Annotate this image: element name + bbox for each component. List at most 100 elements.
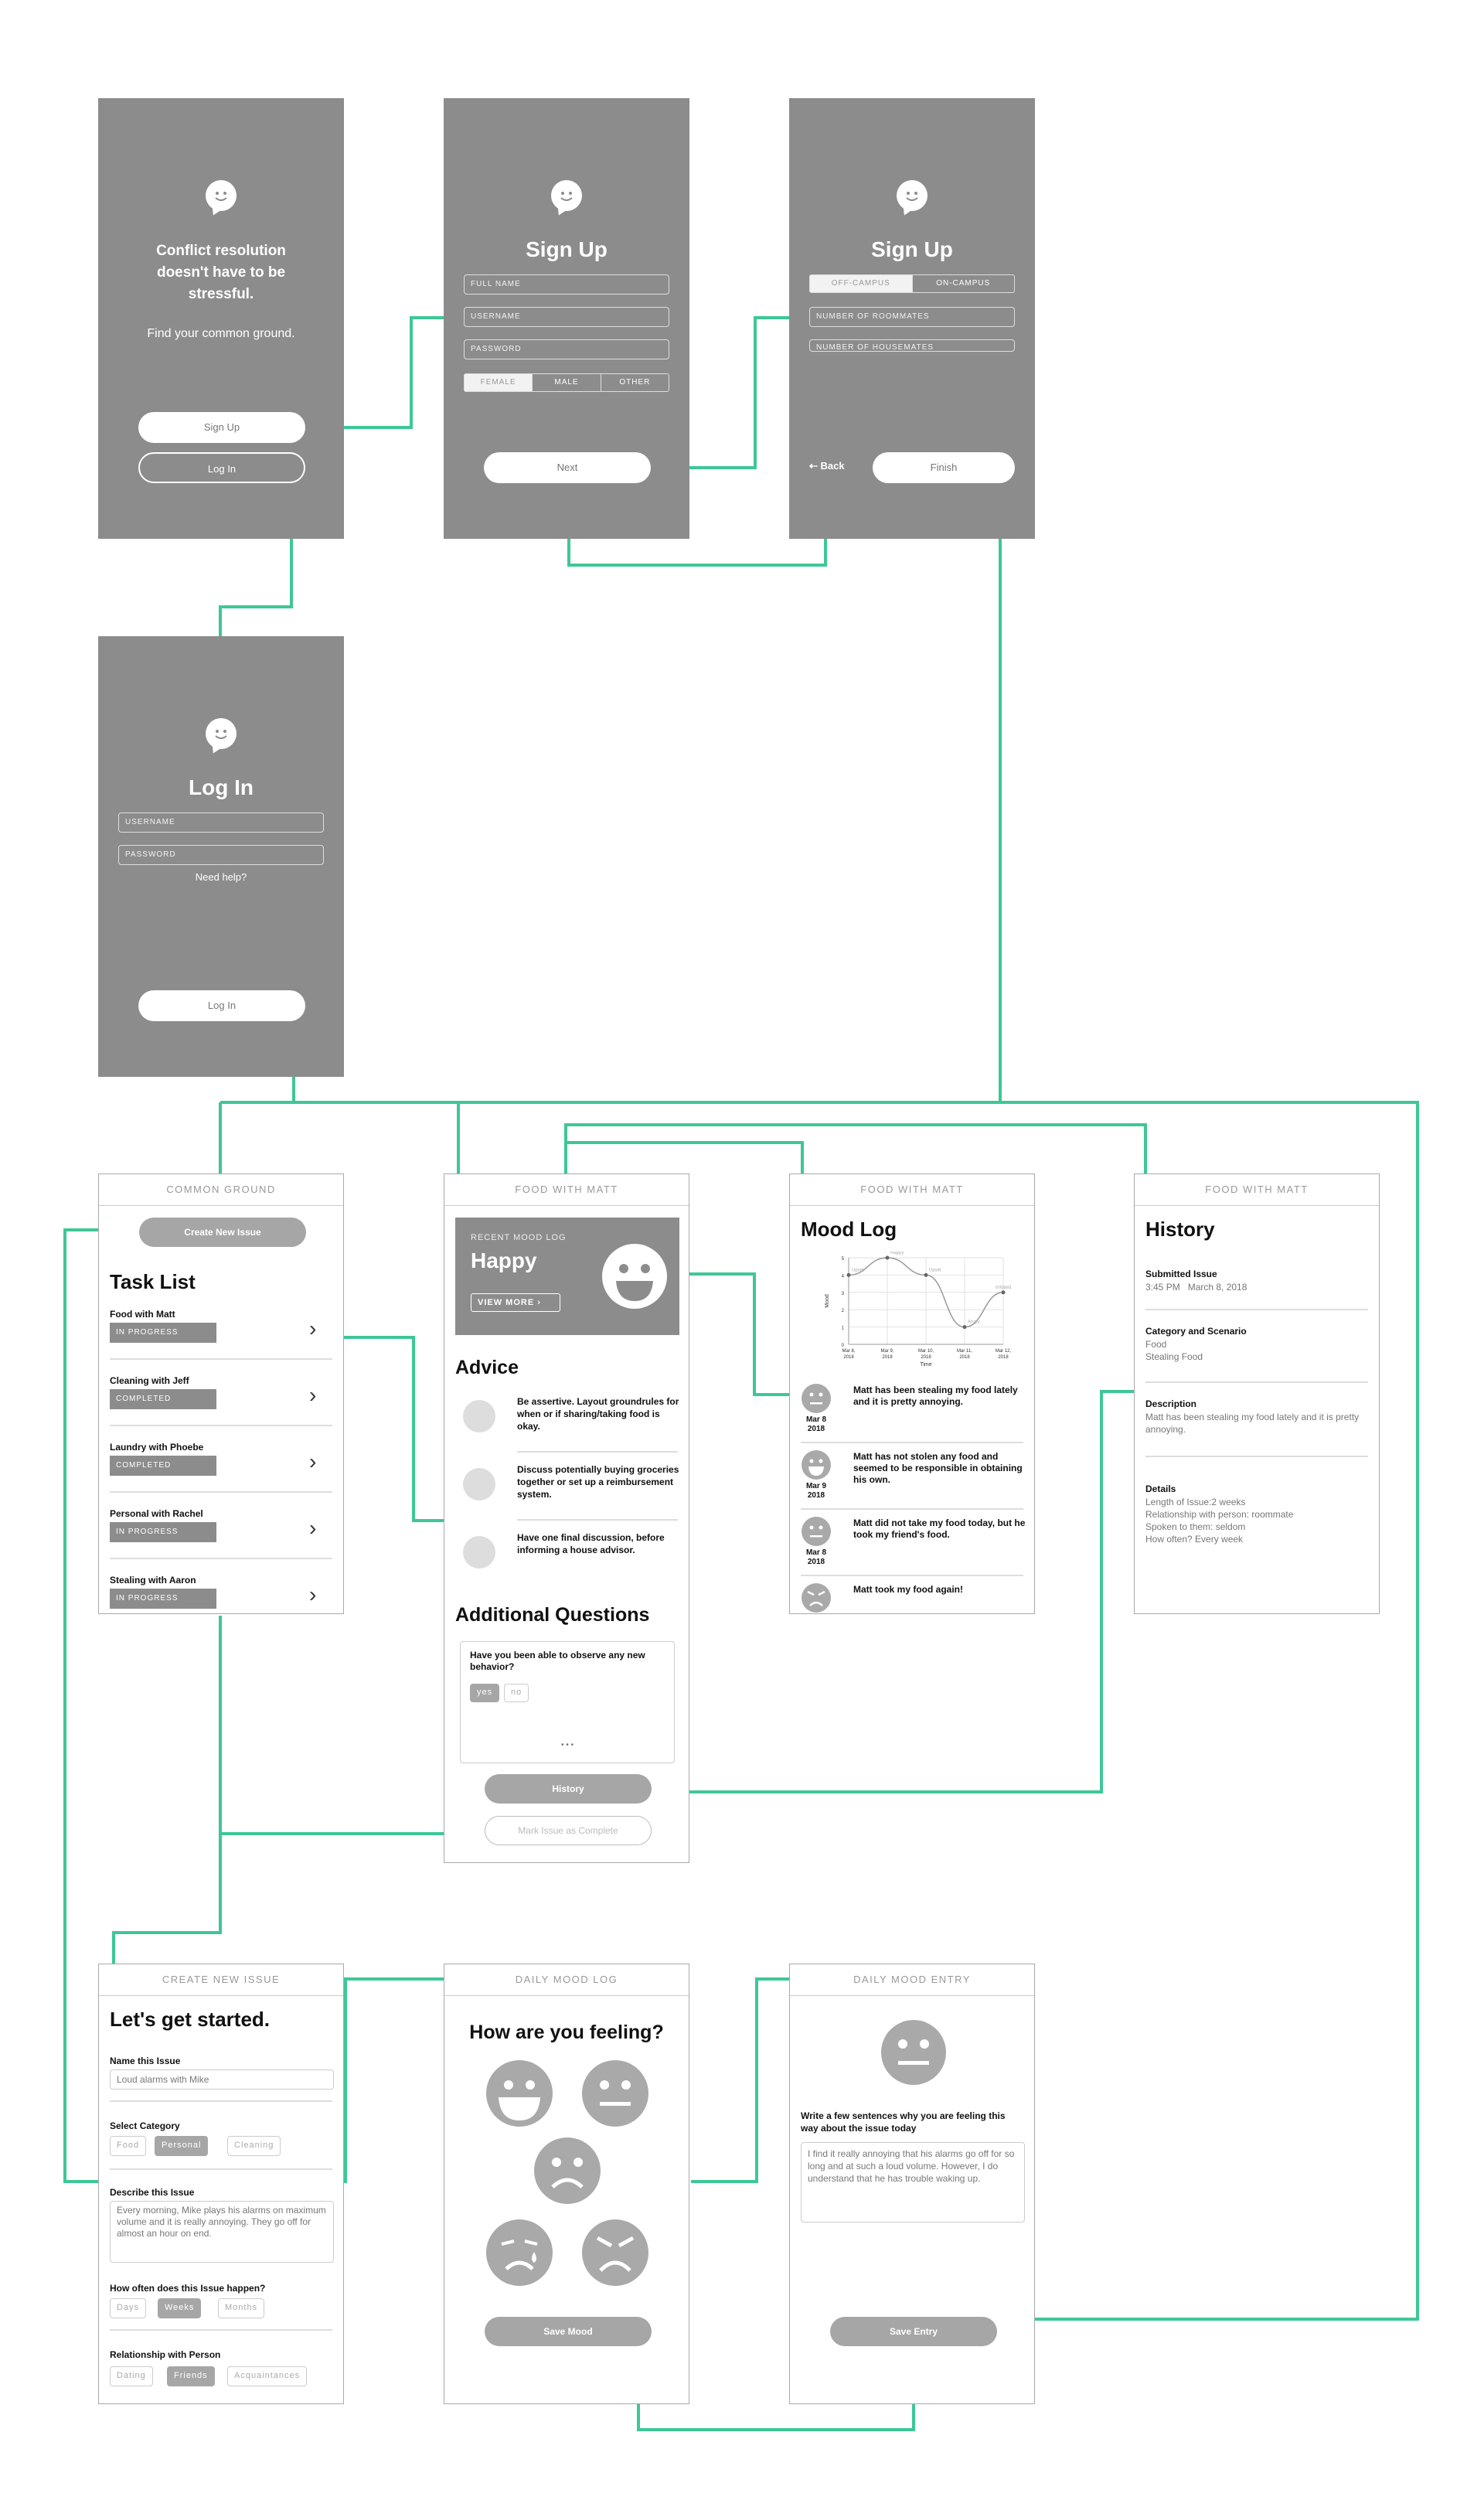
password-input[interactable]: PASSWORD: [464, 339, 669, 359]
roommates-input[interactable]: NUMBER OF ROOMMATES: [809, 307, 1015, 327]
happy-face-icon: [602, 1244, 667, 1309]
divider: [801, 1508, 1023, 1510]
mood-log-title: Mood Log: [801, 1218, 897, 1241]
mark-complete-button[interactable]: Mark Issue as Complete: [485, 1816, 652, 1845]
username-input[interactable]: USERNAME: [118, 812, 324, 833]
task-name[interactable]: Laundry with Phoebe: [110, 1442, 204, 1453]
chevron-right-icon[interactable]: ›: [309, 1582, 317, 1606]
details-label: Details: [1145, 1483, 1176, 1494]
daily-mood-screen: DAILY MOOD LOG How are you feeling? Save…: [444, 1964, 689, 2404]
status-badge: COMPLETED: [110, 1389, 216, 1409]
no-option[interactable]: no: [504, 1684, 529, 1702]
chevron-right-icon[interactable]: ›: [309, 1449, 317, 1473]
next-button[interactable]: Next: [484, 452, 651, 483]
login-screen: Log In USERNAME PASSWORD Need help? Log …: [98, 636, 344, 1077]
advice-item: Have one final discussion, before inform…: [517, 1532, 665, 1555]
entry-textarea[interactable]: I find it really annoying that his alarm…: [801, 2142, 1025, 2223]
need-help-link[interactable]: Need help?: [195, 871, 247, 883]
username-input[interactable]: USERNAME: [464, 307, 669, 327]
describe-label: Describe this Issue: [110, 2187, 195, 2198]
campus-selector: OFF-CAMPUS ON-CAMPUS: [809, 274, 1015, 293]
frequency-days[interactable]: Days: [110, 2298, 147, 2318]
on-campus-option[interactable]: ON-CAMPUS: [936, 279, 991, 288]
relationship-friends[interactable]: Friends: [167, 2366, 215, 2386]
sad-face-button[interactable]: [533, 2136, 602, 2206]
signup-button[interactable]: Sign Up: [138, 412, 305, 443]
gender-other-option[interactable]: OTHER: [619, 378, 651, 387]
entry-text[interactable]: Matt has not stolen any food and seemed …: [853, 1451, 1023, 1485]
housemates-input[interactable]: NUMBER OF HOUSEMATES: [809, 339, 1015, 352]
chevron-right-icon[interactable]: ›: [309, 1317, 317, 1340]
advice-item: Be assertive. Layout groundrules for whe…: [517, 1396, 679, 1432]
off-campus-option[interactable]: OFF-CAMPUS: [810, 275, 913, 292]
point-label: Happy: [890, 1252, 904, 1255]
signup-title: Sign Up: [871, 237, 953, 261]
gender-male-option[interactable]: MALE: [533, 374, 601, 391]
divider: [1145, 1456, 1368, 1457]
crying-face-button[interactable]: [485, 2218, 554, 2287]
mood-point: [1001, 1290, 1006, 1295]
task-list-screen: COMMON GROUND Create New Issue Task List…: [98, 1173, 344, 1614]
relationship-acquaintances[interactable]: Acquaintances: [227, 2366, 308, 2386]
frequency-weeks[interactable]: Weeks: [158, 2298, 202, 2318]
details-spoken: Spoken to them: seldom: [1145, 1521, 1246, 1532]
save-mood-button[interactable]: Save Mood: [485, 2317, 652, 2346]
advice-bullet-icon: [463, 1468, 495, 1500]
y-tick-label: 2: [842, 1309, 845, 1313]
neutral-face-button[interactable]: [580, 2059, 650, 2128]
chevron-right-icon[interactable]: ›: [309, 1383, 317, 1407]
history-button[interactable]: History: [485, 1774, 652, 1804]
entry-text[interactable]: Matt took my food again!: [853, 1584, 963, 1595]
category-personal[interactable]: Personal: [155, 2136, 209, 2156]
task-list-title: Task List: [110, 1270, 196, 1293]
status-badge: IN PROGRESS: [110, 1589, 216, 1609]
finish-button[interactable]: Finish: [873, 452, 1015, 483]
create-new-issue-button[interactable]: Create New Issue: [139, 1218, 306, 1247]
issue-name-input[interactable]: Loud alarms with Mike: [110, 2069, 334, 2090]
view-more-button[interactable]: VIEW MORE ›: [471, 1293, 560, 1312]
neutral-face-icon: [881, 2020, 946, 2085]
task-name[interactable]: Cleaning with Jeff: [110, 1375, 189, 1386]
entry-date: Mar 8 2018: [805, 1415, 827, 1433]
relationship-dating[interactable]: Dating: [110, 2366, 153, 2386]
login-submit-button[interactable]: Log In: [138, 990, 305, 1021]
password-input[interactable]: PASSWORD: [118, 845, 324, 865]
history-screen: FOOD WITH MATT History Submitted Issue 3…: [1134, 1173, 1380, 1614]
mood-point: [962, 1325, 967, 1330]
welcome-headline: Conflict resolution doesn't have to be s…: [156, 243, 286, 302]
entry-date: Mar 8 2018: [805, 1548, 827, 1566]
y-tick-label: 0: [842, 1344, 845, 1348]
category-cleaning[interactable]: Cleaning: [227, 2136, 281, 2156]
very-happy-face-button[interactable]: [485, 2059, 554, 2128]
history-title: History: [1145, 1218, 1215, 1241]
category-food[interactable]: Food: [110, 2136, 147, 2156]
task-name[interactable]: Stealing with Aaron: [110, 1575, 196, 1586]
frequency-months[interactable]: Months: [218, 2298, 265, 2318]
issue-description-textarea[interactable]: Every morning, Mike plays his alarms on …: [110, 2201, 334, 2263]
full-name-input[interactable]: FULL NAME: [464, 274, 669, 295]
yes-option[interactable]: yes: [470, 1684, 500, 1702]
y-tick-label: 1: [842, 1327, 845, 1331]
chevron-right-icon[interactable]: ›: [309, 1516, 317, 1540]
description-value: Matt has been stealing my food lately an…: [1145, 1412, 1360, 1435]
login-button[interactable]: Log In: [138, 452, 305, 483]
additional-questions-title: Additional Questions: [455, 1604, 650, 1626]
chat-smile-icon: [551, 180, 582, 211]
entry-text[interactable]: Matt did not take my food today, but he …: [853, 1517, 1026, 1540]
save-entry-button[interactable]: Save Entry: [830, 2317, 997, 2346]
task-name[interactable]: Food with Matt: [110, 1309, 175, 1320]
divider: [1145, 1381, 1368, 1383]
point-label: Upset: [929, 1268, 941, 1272]
question-card: Have you been able to observe any new be…: [460, 1641, 675, 1763]
gender-female-option[interactable]: FEMALE: [465, 374, 533, 391]
y-tick-label: 3: [842, 1292, 845, 1296]
create-title: Let's get started.: [110, 2008, 271, 2031]
y-tick-label: 5: [842, 1257, 845, 1262]
entry-text[interactable]: Matt has been stealing my food lately an…: [853, 1385, 1018, 1407]
task-name[interactable]: Personal with Rachel: [110, 1508, 203, 1519]
view-more-label: VIEW MORE: [478, 1298, 535, 1307]
angry-face-button[interactable]: [580, 2218, 650, 2287]
back-button[interactable]: ⇠ Back: [809, 460, 845, 472]
category-label: Category and Scenario: [1145, 1326, 1247, 1337]
